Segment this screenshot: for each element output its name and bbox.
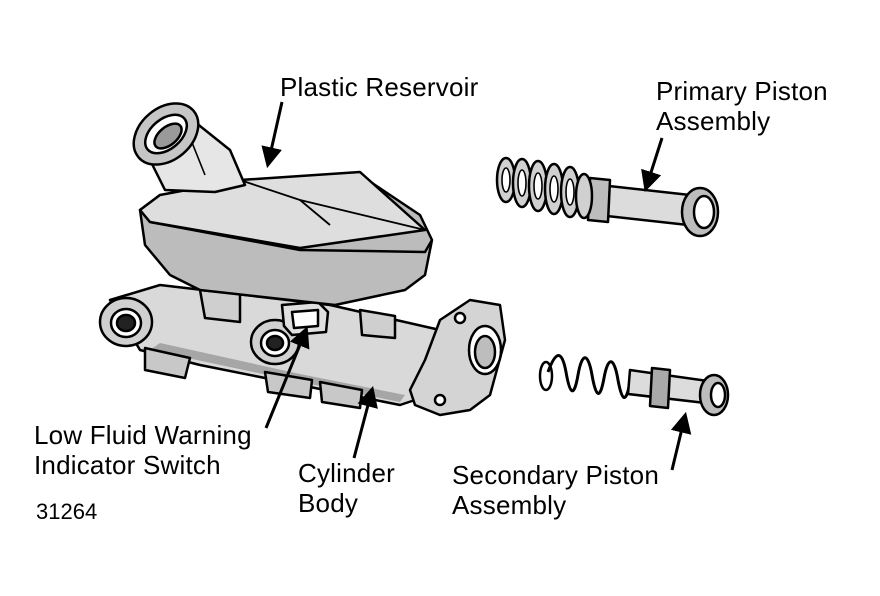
label-low-fluid-line1: Low Fluid Warning xyxy=(34,420,252,450)
label-secondary-piston-assembly: Secondary Piston Assembly xyxy=(452,460,659,520)
figure-number: 31264 xyxy=(36,499,98,524)
label-low-fluid-warning-switch: Low Fluid Warning Indicator Switch xyxy=(34,420,252,480)
mounting-flange xyxy=(408,298,507,417)
arrow-plastic-reservoir xyxy=(261,101,284,169)
arrow-low-fluid-switch xyxy=(264,326,310,429)
arrow-primary-piston xyxy=(641,137,664,193)
callout-arrows xyxy=(261,101,692,471)
label-low-fluid-line2: Indicator Switch xyxy=(34,450,221,480)
label-cylinder-body-line1: Cylinder xyxy=(298,458,395,488)
label-secondary-piston-line2: Assembly xyxy=(452,490,567,520)
plastic-reservoir xyxy=(132,102,434,307)
label-plastic-reservoir-text: Plastic Reservoir xyxy=(280,72,479,102)
label-cylinder-body-line2: Body xyxy=(298,488,359,518)
front-brake-port xyxy=(98,296,154,348)
label-plastic-reservoir: Plastic Reservoir xyxy=(280,72,478,102)
label-secondary-piston-line1: Secondary Piston xyxy=(452,460,659,490)
secondary-piston-assembly xyxy=(538,354,730,417)
arrow-cylinder-body xyxy=(352,385,378,459)
label-cylinder-body: Cylinder Body xyxy=(298,458,395,518)
arrow-secondary-piston xyxy=(670,411,692,471)
label-primary-piston-line2: Assembly xyxy=(656,106,771,136)
primary-piston-assembly xyxy=(495,156,720,238)
label-primary-piston-assembly: Primary Piston Assembly xyxy=(656,76,828,136)
label-primary-piston-line1: Primary Piston xyxy=(656,76,828,106)
